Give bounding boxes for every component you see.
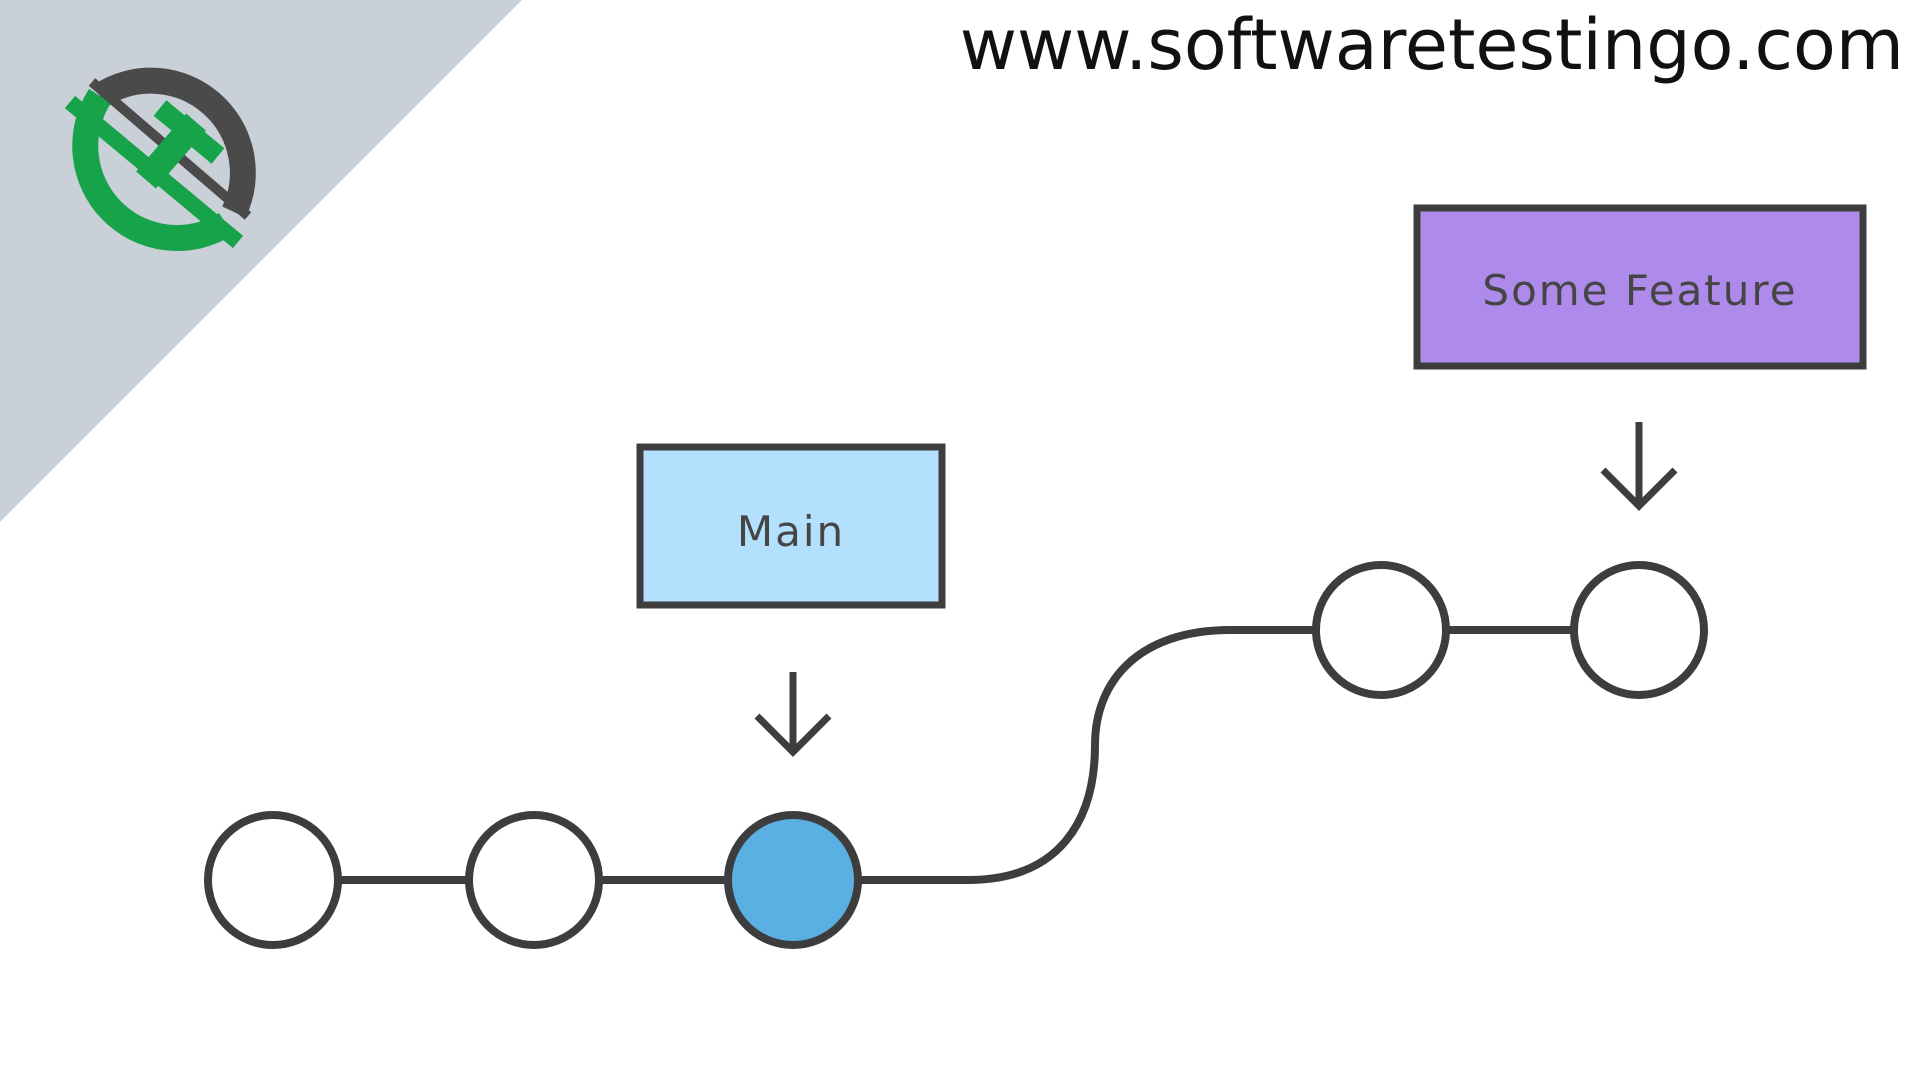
corner-triangle-shape [0, 0, 522, 522]
down-arrow-icon [754, 713, 832, 757]
commit-node[interactable] [465, 811, 603, 949]
logo-arc-dark [92, 67, 256, 218]
commit-node[interactable] [204, 811, 342, 949]
corner-background [0, 0, 522, 522]
commit-node-highlighted[interactable] [724, 811, 862, 949]
main-branch-box[interactable] [636, 443, 946, 609]
main-branch-label: Main [737, 507, 845, 556]
commit-node[interactable] [1570, 561, 1708, 699]
branch-curve [860, 626, 1314, 884]
down-arrow-icon [1600, 467, 1678, 511]
commit-node[interactable] [1312, 561, 1450, 699]
softwaretestingo-logo-icon [64, 67, 256, 251]
logo-t-bar [153, 100, 225, 164]
site-url[interactable]: www.softwaretestingo.com [959, 4, 1904, 86]
logo-arc-green [72, 88, 233, 251]
feature-branch-box[interactable] [1413, 204, 1867, 370]
feature-branch-label: Some Feature [1482, 266, 1797, 315]
